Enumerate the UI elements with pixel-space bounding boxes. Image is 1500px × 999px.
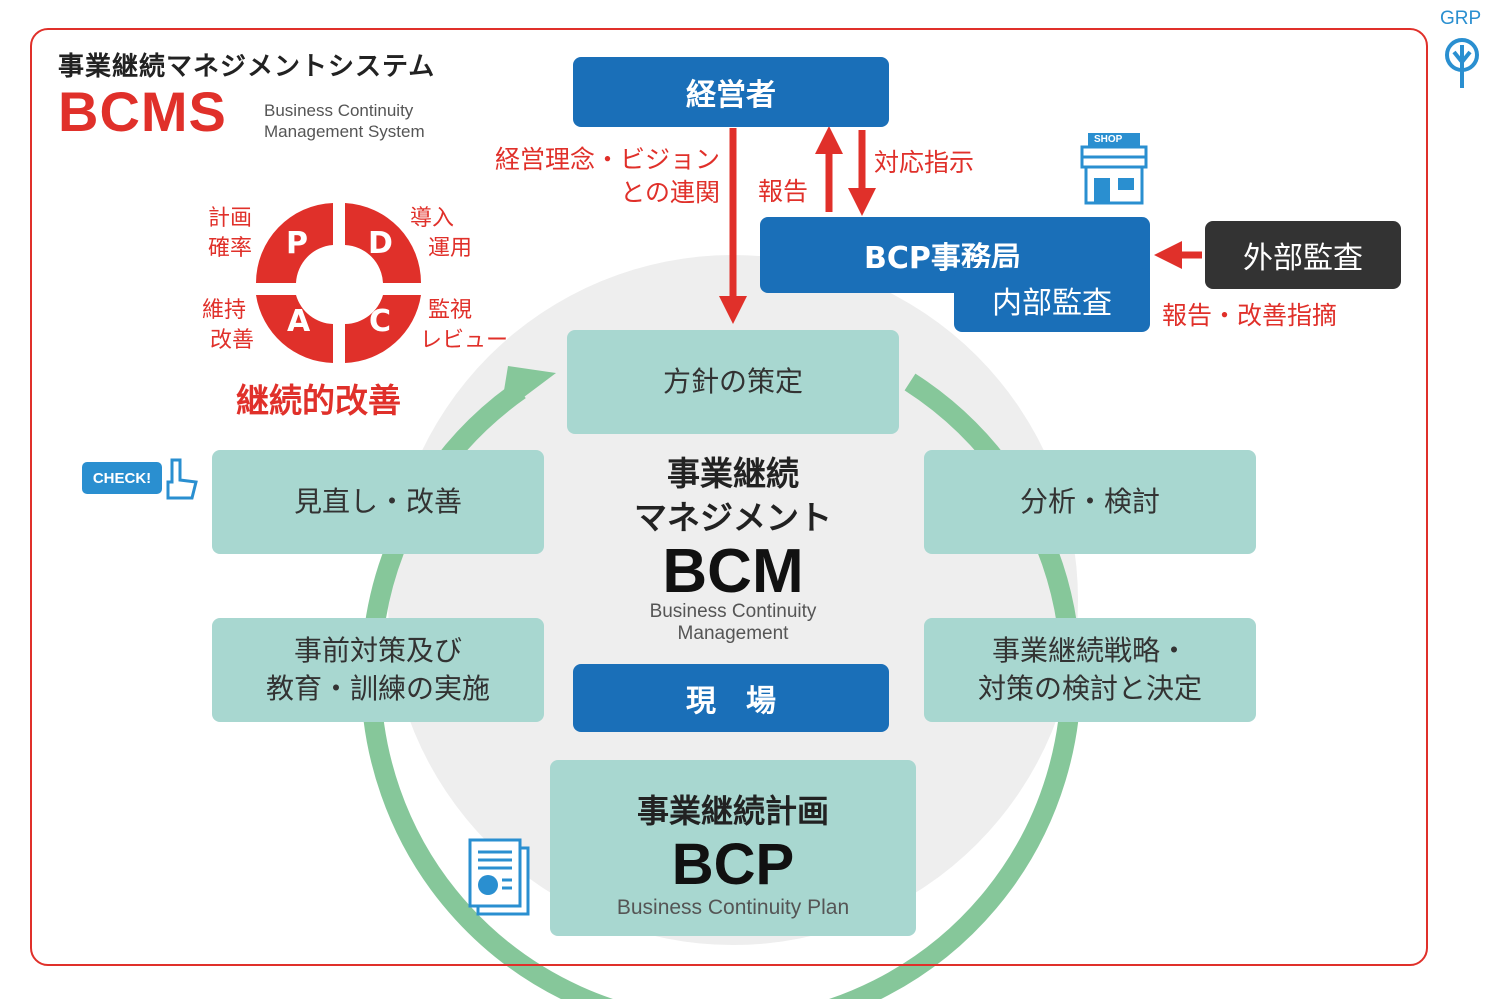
pdca-caption: 継続的改善 [236,381,401,420]
shop-icon [1080,133,1148,205]
internal-audit-label: 内部監査 [992,286,1112,321]
pdca-act-label: 維持 改善 [202,296,254,356]
center-title-line2: マネジメント [634,498,832,537]
cycle-analysis: 分析・検討 [924,450,1256,554]
pdca-segment-d [345,203,422,283]
pdca-segment-p [255,203,333,283]
field-box: 現 場 [573,664,889,732]
cycle-arrow-head [500,366,556,415]
bcm-acronym: BCM [662,537,804,606]
management-label: 経営者 [686,78,776,113]
management-box: 経営者 [573,57,889,127]
pdca-check-label: 監視 レビュー [420,296,508,356]
philosophy-line1: 経営理念・ビジョン [494,145,720,174]
shop-icon-text: SHOP [1094,134,1123,145]
bcp-title: 事業継続計画 [636,792,829,830]
cycle-measures-line2: 教育・訓練の実施 [265,672,490,705]
cycle-review-label: 見直し・改善 [293,485,462,518]
pdca-letter-p: P [286,226,308,261]
bcp-acronym: BCP [671,832,795,897]
pdca-act-line1: 維持 [202,298,247,323]
bcms-subtitle: Business Continuity Management System [264,100,425,142]
bcms-subtitle-line2: Management System [264,122,425,141]
pdca-segment-a [256,295,333,363]
page-title: 事業継続マネジメントシステム [58,52,436,82]
center-title-line1: 事業継続 [667,454,799,493]
cycle-strategy-line1: 事業継続戦略・ [991,634,1188,667]
cycle-review: 見直し・改善 [212,450,544,554]
pdca-letter-d: D [368,226,393,261]
bcm-subtitle-line1: Business Continuity [649,601,817,622]
pdca-do-line2: 運用 [428,236,473,261]
pdca-plan-label: 計画 確率 [208,204,252,264]
pdca-ring [255,203,422,363]
bcms-frame [30,28,1428,966]
external-audit-label: 外部監査 [1243,241,1363,276]
bcm-subtitle: Business Continuity Management [583,601,883,645]
field-label: 現 場 [686,684,776,719]
cycle-policy-label: 方針の策定 [662,365,803,398]
report-label: 報告 [758,177,809,206]
philosophy-label: 経営理念・ビジョン との連関 [488,143,720,209]
document-icon [468,838,530,916]
bcms-subtitle-line1: Business Continuity [264,101,414,120]
grp-logo-text: GRP [1440,8,1482,29]
philosophy-line2: との連関 [620,178,720,207]
internal-audit-box: 内部監査 [954,268,1150,332]
cycle-strategy: 事業継続戦略・ 対策の検討と決定 [924,618,1256,722]
bcp-box: 事業継続計画 BCP Business Continuity Plan [550,760,916,936]
pdca-segment-c [345,295,421,363]
pdca-check-line2: レビュー [420,328,509,353]
cycle-strategy-line2: 対策の検討と決定 [977,672,1202,705]
pdca-do-label: 導入 運用 [410,204,472,264]
pdca-plan-line1: 計画 [208,206,253,231]
bcm-subtitle-line2: Management [677,623,789,644]
cycle-policy: 方針の策定 [567,330,899,434]
center-title: 事業継続 マネジメント [583,452,883,540]
cycle-measures: 事前対策及び 教育・訓練の実施 [212,618,544,722]
check-badge: CHECK! [82,462,162,494]
pdca-do-line1: 導入 [410,206,455,231]
instruction-label: 対応指示 [874,148,975,177]
pdca-letter-a: A [287,304,311,339]
pdca-letter-c: C [369,304,392,339]
pointing-hand-icon [166,458,198,500]
audit-feedback-label: 報告・改善指摘 [1162,301,1338,330]
pdca-check-line1: 監視 [428,298,473,323]
bcms-acronym: BCMS [58,80,227,143]
bcp-subtitle: Business Continuity Plan [616,896,850,919]
pdca-plan-line2: 確率 [208,236,253,261]
external-audit-box: 外部監査 [1205,221,1401,289]
cycle-measures-line1: 事前対策及び [293,634,462,667]
cycle-analysis-label: 分析・検討 [1019,485,1160,518]
grp-tree-icon [1445,38,1479,88]
pdca-act-line2: 改善 [210,328,255,353]
